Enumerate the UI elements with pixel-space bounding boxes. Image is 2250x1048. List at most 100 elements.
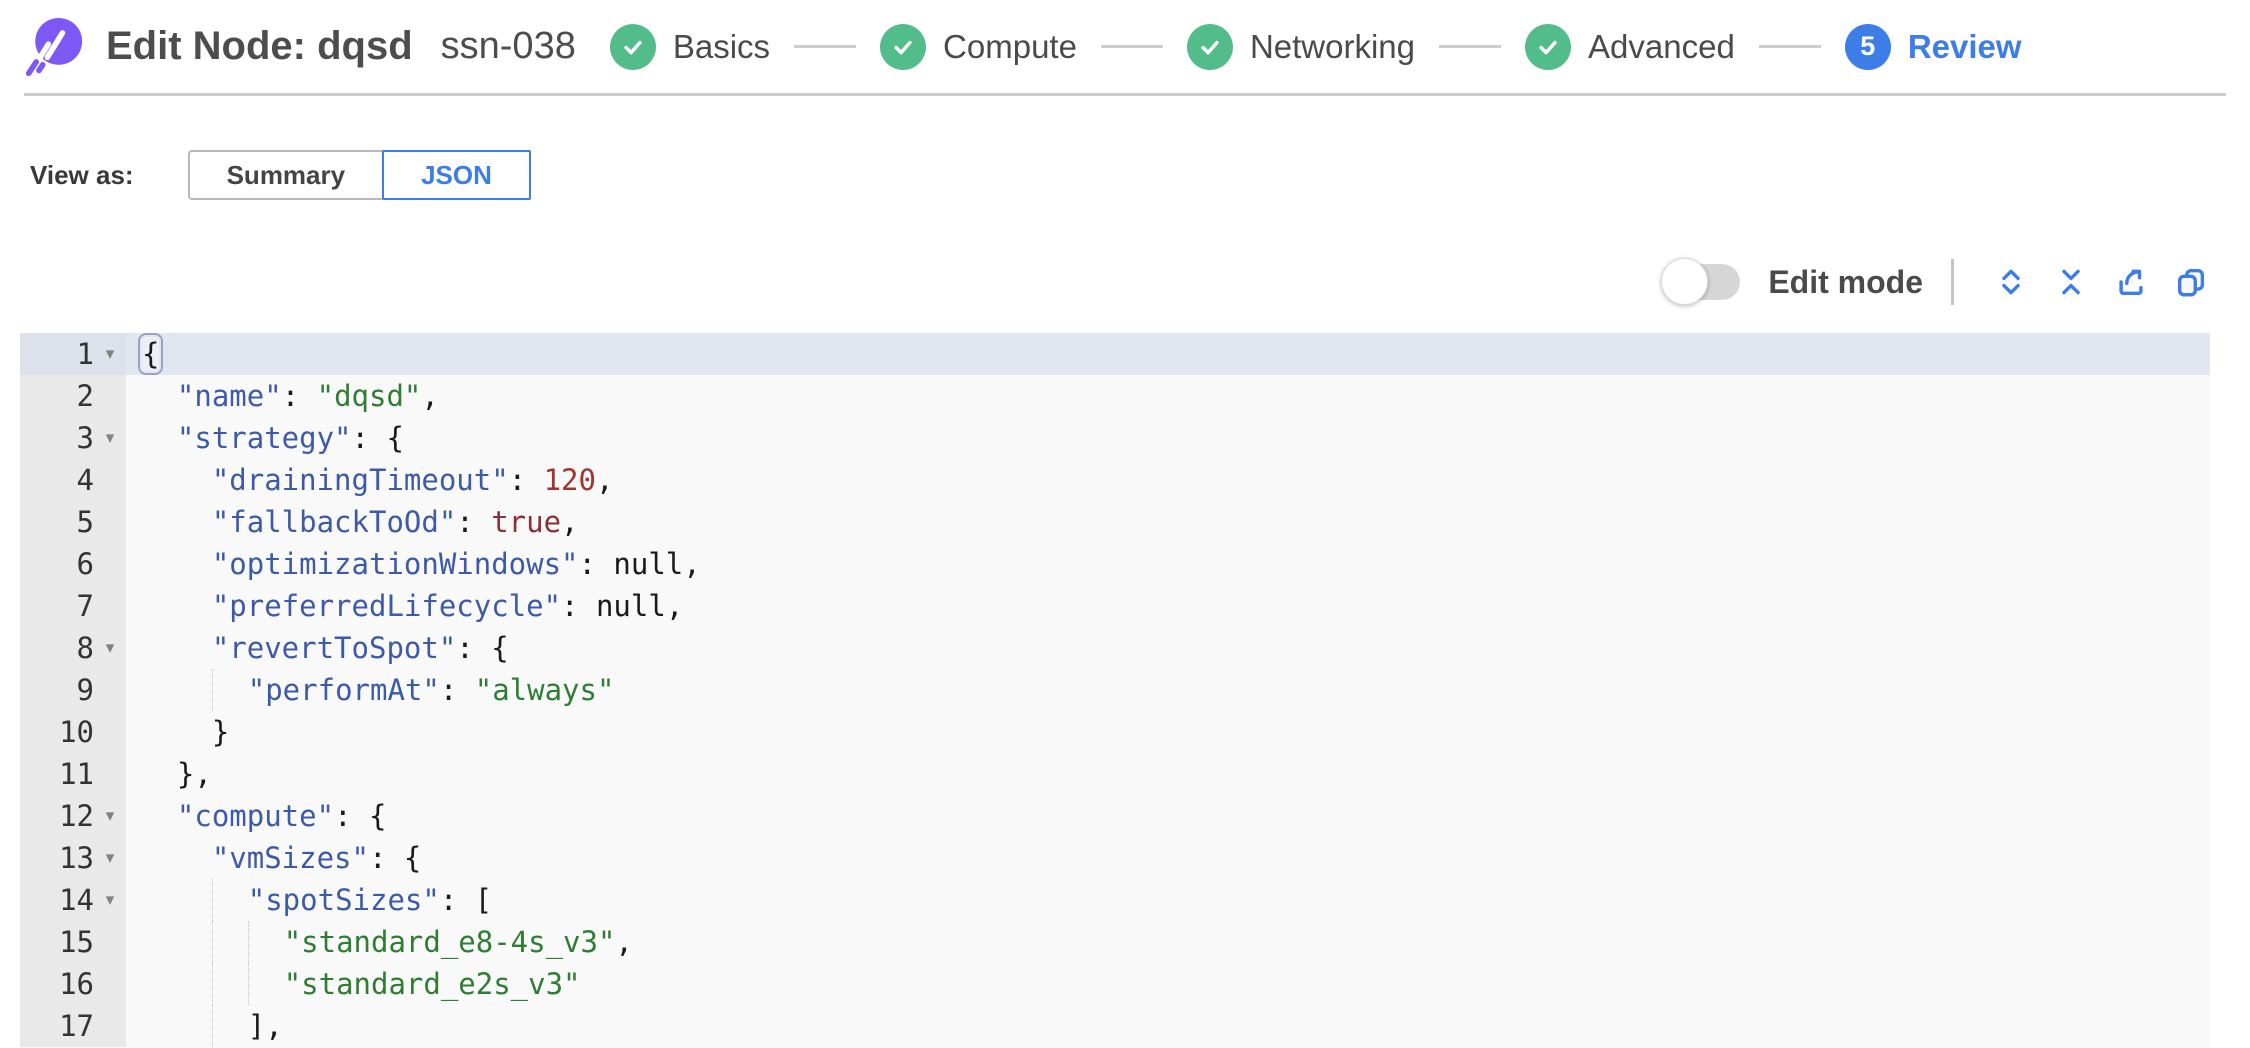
code-text: "strategy": { [126,417,404,459]
copy-icon[interactable] [2172,263,2210,301]
indent-guide [142,753,177,795]
step-label: Review [1907,27,2022,65]
toolbar-divider [1951,259,1954,305]
editor-gutter: 8▾ [20,627,126,669]
editor-line-2[interactable]: 2 "name": "dqsd", [20,375,2210,417]
editor-line-7[interactable]: 7 "preferredLifecycle": null, [20,585,2210,627]
editor-gutter: 1▾ [20,333,126,375]
indent-guide [177,921,212,963]
step-check-icon [609,23,656,70]
view-as-segmented-control: Summary JSON [187,150,531,200]
summary-tab-button[interactable]: Summary [187,150,385,200]
line-number: 2 [76,379,94,413]
collapse-all-icon[interactable] [2052,263,2090,301]
fold-toggle-icon[interactable]: ▾ [105,428,115,447]
indent-guide [211,879,248,921]
editor-line-4[interactable]: 4 "drainingTimeout": 120, [20,459,2210,501]
indent-guide [177,501,212,543]
code-text: ], [126,1005,283,1047]
line-number: 10 [59,715,94,749]
editor-gutter: 13 ▾ [20,837,126,879]
editor-gutter: 11 [20,753,126,795]
edit-mode-toggle[interactable] [1661,258,1741,305]
line-number: 16 [59,967,94,1001]
line-number: 17 [59,1009,94,1043]
editor-line-6[interactable]: 6 "optimizationWindows": null, [20,543,2210,585]
editor-line-14[interactable]: 14▾ "spotSizes": [ [20,879,2210,921]
wizard-stepper: Basics Compute Networking Advanced 5 Review [609,23,2226,70]
editor-line-13[interactable]: 13▾ "vmSizes": { [20,837,2210,879]
indent-guide [177,879,212,921]
line-number: 13 [59,841,94,875]
indent-guide [142,375,177,417]
step-basics[interactable]: Basics [609,23,770,70]
node-id: ssn-038 [440,25,576,67]
step-advanced[interactable]: Advanced [1525,23,1735,70]
editor-line-11[interactable]: 11 }, [20,753,2210,795]
editor-gutter: 17 [20,1005,126,1047]
indent-guide [142,417,177,459]
fold-toggle-icon[interactable]: ▾ [105,848,115,867]
export-icon[interactable] [2112,263,2150,301]
indent-guide [211,921,248,963]
editor-line-5[interactable]: 5 "fallbackToOd": true, [20,501,2210,543]
indent-guide [142,543,177,585]
indent-guide [142,501,177,543]
view-as-row: View as: Summary JSON [30,150,531,200]
step-label: Advanced [1588,27,1735,65]
fold-toggle-icon[interactable]: ▾ [105,344,115,363]
indent-guide [177,627,212,669]
editor-line-15[interactable]: 15 "standard_e8-4s_v3", [20,921,2210,963]
editor-gutter: 14▾ [20,879,126,921]
code-text: "performAt": "always" [126,669,614,711]
step-compute[interactable]: Compute [880,23,1077,70]
indent-guide [142,963,177,1005]
editor-line-1[interactable]: 1▾ { [20,333,2210,375]
line-number: 6 [76,547,94,581]
editor-gutter: 5 [20,501,126,543]
fold-toggle-icon[interactable]: ▾ [105,638,115,657]
code-text: "name": "dqsd", [126,375,439,417]
editor-line-12[interactable]: 12▾ "compute": { [20,795,2210,837]
fold-toggle-icon[interactable]: ▾ [105,890,115,909]
json-editor[interactable]: 1▾ {2 "name": "dqsd",3▾ "strategy": {4 "d… [20,333,2210,1048]
editor-gutter: 9 [20,669,126,711]
spot-logo-icon [25,17,83,76]
editor-line-8[interactable]: 8▾ "revertToSpot": { [20,627,2210,669]
indent-guide [177,669,212,711]
editor-line-10[interactable]: 10 } [20,711,2210,753]
step-connector [1758,45,1821,48]
step-review[interactable]: 5 Review [1844,23,2022,70]
json-tab-button[interactable]: JSON [382,150,531,200]
indent-guide [211,1005,248,1047]
expand-all-icon[interactable] [1992,263,2030,301]
code-text: "standard_e2s_v3" [126,963,581,1005]
editor-gutter: 7 [20,585,126,627]
editor-line-9[interactable]: 9 "performAt": "always" [20,669,2210,711]
editor-line-16[interactable]: 16 "standard_e2s_v3" [20,963,2210,1005]
step-connector [1100,45,1163,48]
step-networking[interactable]: Networking [1186,23,1416,70]
editor-gutter: 3▾ [20,417,126,459]
line-number: 5 [76,505,94,539]
code-text: { [137,333,164,375]
line-number: 4 [76,463,94,497]
step-connector [794,45,857,48]
editor-line-3[interactable]: 3▾ "strategy": { [20,417,2210,459]
line-number: 8 [76,631,94,665]
fold-toggle-icon[interactable]: ▾ [105,806,115,825]
step-label: Compute [943,27,1077,65]
code-text: "optimizationWindows": null, [126,543,701,585]
step-number-badge: 5 [1844,23,1891,70]
line-number: 15 [59,925,94,959]
editor-line-17[interactable]: 17 ], [20,1005,2210,1047]
indent-guide [177,711,212,753]
line-number: 9 [76,673,94,707]
step-label: Networking [1249,27,1416,65]
code-text: } [126,711,229,753]
indent-guide [142,627,177,669]
editor-gutter: 4 [20,459,126,501]
editor-gutter: 16 [20,963,126,1005]
